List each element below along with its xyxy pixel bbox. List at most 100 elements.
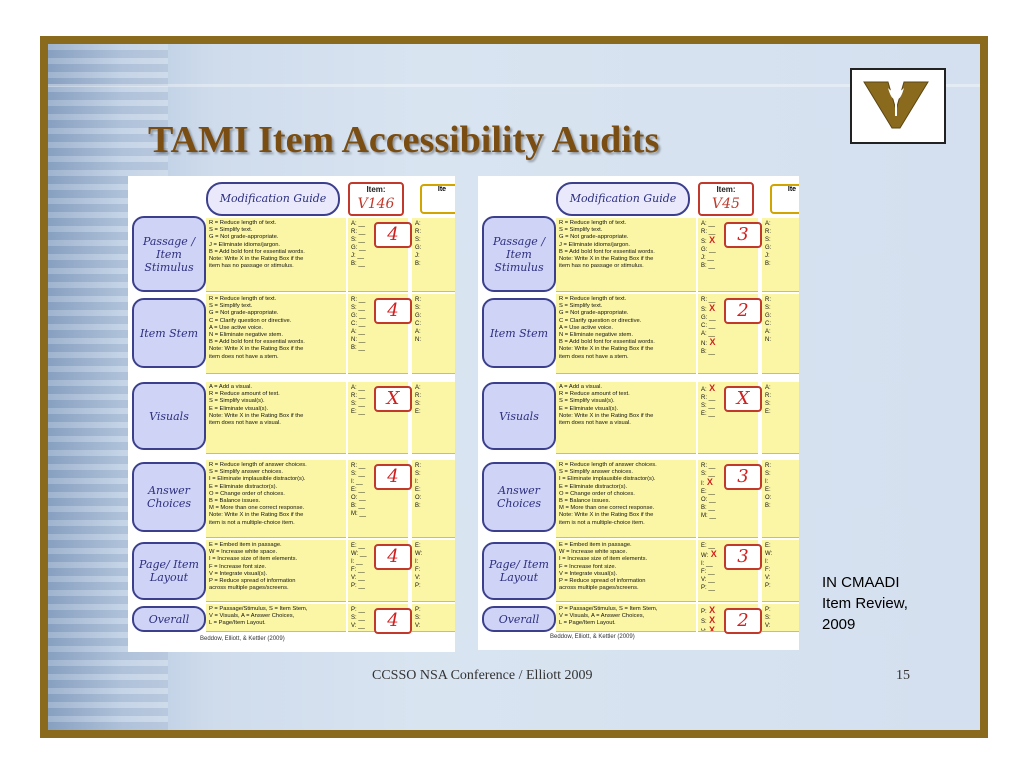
item-label: Item: [366,185,386,194]
guide-line: V = Integrate visual(s). [559,570,618,577]
code-row: R: [765,392,799,400]
guide-text-overall: P = Passage/Stimulus, S = Item Stem,V = … [556,604,696,632]
guide-line: V = Visuals, A = Answer Choices, [559,613,645,620]
guide-line: S = Simplify visual(s). [559,398,615,405]
code-letter: R: [701,229,707,235]
code-row: E: [415,408,455,416]
code-letter: O: [415,495,422,501]
code-letter: C: [701,323,707,329]
rating-box-passage[interactable]: 3 [724,222,762,248]
code-row: A: [765,630,799,631]
code-row: E: __ [701,489,716,495]
guide-line: N = Eliminate negative stem. [209,332,283,339]
category-answers: Answer Choices [132,462,206,532]
guide-line: E = Eliminate distractor(s). [559,483,628,490]
guide-line: A = Use active voice. [559,324,613,331]
code-letter: S: [765,615,771,621]
rating-box-answers[interactable]: 4 [374,464,412,490]
guide-line: G = Not grade-appropriate. [209,234,279,241]
next-form-column: R:S:I:E:O:B: [762,460,799,538]
code-letter: N: [415,337,421,343]
item-number: V45 [712,196,740,212]
code-row: A: __ [351,329,366,335]
guide-line: N = Eliminate negative stem. [559,332,633,339]
code-row: S: [765,304,799,312]
guide-line: Note: Write X in the Rating Box if the [559,256,654,263]
category-stem: Item Stem [482,298,556,368]
code-letter: E: [765,487,771,493]
code-row: I: X [701,478,755,488]
rating-box-stem[interactable]: 4 [374,298,412,324]
code-letter: B: [701,263,707,269]
code-letter: O: [701,497,708,503]
side-note-line: IN CMAADI [822,574,900,591]
code-letter: F: [701,569,707,575]
guide-line: Note: Write X in the Rating Box if the [559,346,654,353]
code-letter: M: [351,511,358,517]
code-letter: E: [351,409,357,415]
guide-line: E = Embed item in passage. [209,542,282,548]
rating-box-layout[interactable]: 3 [724,544,762,570]
code-letter: G: [415,245,422,251]
rating-box-visuals[interactable]: X [724,386,762,412]
guide-line: A = Use active voice. [209,324,263,331]
guide-line: R = Reduce length of text. [209,220,277,226]
guide-line: item does not have a visual. [209,420,281,427]
code-letter: E: [765,543,771,549]
rating-box-passage[interactable]: 4 [374,222,412,248]
code-letter: I: [765,479,769,485]
code-row: A: [415,220,455,228]
code-letter: S: [701,619,707,625]
code-letter: V: [765,575,771,581]
guide-line: V = Visuals, A = Answer Choices, [209,613,295,620]
x-mark: X [706,605,716,615]
code-letter: B: [701,349,707,355]
guide-line: L = Page/Item Layout. [559,620,616,627]
code-letter: P: [701,609,707,615]
code-row: W: [415,550,455,558]
rating-box-stem[interactable]: 2 [724,298,762,324]
code-row: A: __ [701,331,716,337]
next-form-column: A:R:S:G:J:B: [762,218,799,292]
code-letter: S: [765,471,771,477]
guide-line: B = Balance issues. [559,498,611,505]
guide-line: J = Eliminate idioms/jargon. [559,241,631,248]
rating-box-overall[interactable]: 2 [724,608,762,634]
code-letter: S: [765,305,771,311]
rating-box-answers[interactable]: 3 [724,464,762,490]
code-row: B: __ [351,261,366,267]
code-row: R: __ [351,229,366,235]
code-letter: B: [415,503,421,509]
code-letter: P: [701,585,707,591]
code-letter: S: [765,401,771,407]
next-item-box: Ite [420,184,455,214]
code-letter: B: [351,261,357,267]
code-letter: G: [351,313,358,319]
code-letter: S: [351,237,357,243]
code-row: V: __ [351,575,365,581]
rating-box-visuals[interactable]: X [374,386,412,412]
code-row: G: __ [351,313,366,319]
code-letter: S: [415,305,421,311]
code-row: W: [765,550,799,558]
code-letter: N: [351,337,357,343]
code-letter: E: [701,489,707,495]
guide-text-overall: P = Passage/Stimulus, S = Item Stem,V = … [206,604,346,632]
code-row: V: X [701,626,755,632]
code-row: E: [765,542,799,550]
guide-line: I = Increase size of item elements. [209,556,298,563]
code-row: B: __ [351,345,366,351]
code-row: E: __ [351,409,366,415]
code-row: J: [765,252,799,260]
code-row: R: __ [351,463,366,469]
category-overall: Overall [482,606,556,632]
next-form-column: A:R:S:E: [762,382,799,454]
guide-line: G = Not grade-appropriate. [559,310,629,317]
rating-box-overall[interactable]: 4 [374,608,412,634]
code-row: O: __ [351,495,366,501]
rating-box-layout[interactable]: 4 [374,544,412,570]
code-row: R: [415,228,455,236]
guide-line: O = Change order of choices. [209,490,285,497]
code-letter: A: [415,329,421,335]
category-layout: Page/ Item Layout [132,542,206,600]
